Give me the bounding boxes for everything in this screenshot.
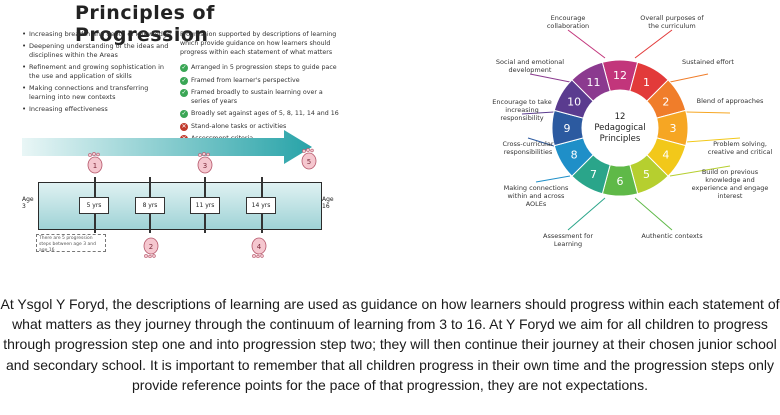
connector-line: [535, 175, 571, 183]
center-word-2: Principles: [600, 134, 641, 144]
footprint-number: 3: [203, 162, 207, 170]
segment-number: 11: [587, 76, 601, 89]
connector-line: [634, 29, 673, 59]
guide-item-text: Stand-alone tasks or activities: [191, 122, 287, 130]
footprint-number: 4: [257, 243, 262, 251]
check-icon: ✓: [180, 110, 188, 118]
footprint-number: 5: [307, 158, 311, 166]
age-start-label: Age 3: [22, 196, 34, 210]
segment-number: 10: [567, 96, 581, 109]
guide-item: ✕Stand-alone tasks or activities: [180, 122, 340, 132]
step-age-box: 14 yrs: [246, 197, 276, 214]
bullet-item: Increasing effectiveness: [22, 105, 172, 114]
segment-number: 9: [564, 122, 571, 135]
segment-number: 3: [670, 122, 677, 135]
guide-item-text: Framed from learner's perspective: [191, 76, 300, 84]
connector-line: [527, 137, 555, 147]
progression-infographic: Principles of Progression Increasing bre…: [0, 0, 340, 262]
segment-number: 12: [613, 69, 627, 82]
segment-number: 7: [590, 168, 597, 181]
description-paragraph: At Ysgol Y Foryd, the descriptions of le…: [0, 296, 780, 393]
principle-label: Blend of approaches: [697, 97, 764, 105]
connector-line: [567, 29, 606, 59]
connector-line: [634, 197, 673, 231]
principle-label: Authentic contexts: [641, 232, 703, 240]
check-icon: ✓: [180, 89, 188, 97]
bullet-item: Refinement and growing sophistication in…: [22, 63, 172, 81]
segment-number: 6: [617, 175, 624, 188]
cross-icon: ✕: [180, 122, 188, 131]
footprint-icon: 2: [143, 237, 159, 258]
age-end-label: Age 16: [322, 196, 334, 210]
step-age-box: 5 yrs: [79, 197, 109, 214]
segment-number: 4: [662, 149, 669, 162]
connector-line: [685, 111, 731, 114]
connector-line: [521, 111, 555, 115]
footprint-number: 2: [149, 243, 153, 251]
guide-item-text: Framed broadly to sustain learning over …: [191, 89, 323, 105]
segment-number: 5: [643, 168, 650, 181]
step-age-box: 8 yrs: [135, 197, 165, 214]
bullet-item: Making connections and transferring lear…: [22, 84, 172, 102]
check-icon: ✓: [180, 76, 188, 85]
step-age-box: 11 yrs: [190, 197, 220, 214]
guidance-text: Progression supported by descriptions of…: [180, 31, 337, 56]
connector-line: [567, 197, 606, 231]
guide-item-text: Broadly set against ages of 5, 8, 11, 14…: [191, 110, 339, 117]
progression-bullet-list: Increasing breadth and depth of knowledg…: [22, 30, 172, 117]
wheel-center: [582, 90, 658, 166]
connector-line: [669, 73, 709, 83]
connector-line: [685, 137, 741, 143]
footprint-icon: 5: [301, 148, 317, 170]
segment-number: 1: [643, 76, 650, 89]
guide-item: ✓Arranged in 5 progression steps to guid…: [180, 64, 340, 73]
connector-line: [669, 165, 731, 177]
guide-item: ✓Framed broadly to sustain learning over…: [180, 89, 340, 106]
guide-item: ✓Broadly set against ages of 5, 8, 11, 1…: [180, 110, 340, 119]
center-word-1: Pedagogical: [594, 123, 645, 133]
guide-item-text: Arranged in 5 progression steps to guide…: [191, 64, 337, 71]
center-number: 12: [615, 112, 626, 122]
footprint-number: 1: [93, 162, 97, 170]
check-icon: ✓: [180, 64, 188, 72]
bullet-item: Increasing breadth and depth of knowledg…: [22, 30, 172, 39]
progression-timeline: 5 yrs 8 yrs 11 yrs 14 yrs: [38, 177, 322, 233]
bullet-item: Deepening understanding of the ideas and…: [22, 42, 172, 60]
principle-label: Problem solving,creative and critical: [708, 140, 773, 156]
principle-label: Sustained effort: [682, 58, 734, 66]
progress-arrow-icon: [22, 130, 312, 164]
segment-number: 2: [662, 96, 669, 109]
footprint-icon: 1: [87, 152, 103, 174]
footprint-icon: 4: [251, 237, 267, 258]
connector-line: [529, 73, 571, 83]
segment-number: 8: [571, 149, 578, 162]
steps-note: There are 5 progression steps between ag…: [36, 234, 106, 253]
footprint-icon: 3: [197, 152, 213, 174]
guide-item: ✓Framed from learner's perspective: [180, 76, 340, 86]
